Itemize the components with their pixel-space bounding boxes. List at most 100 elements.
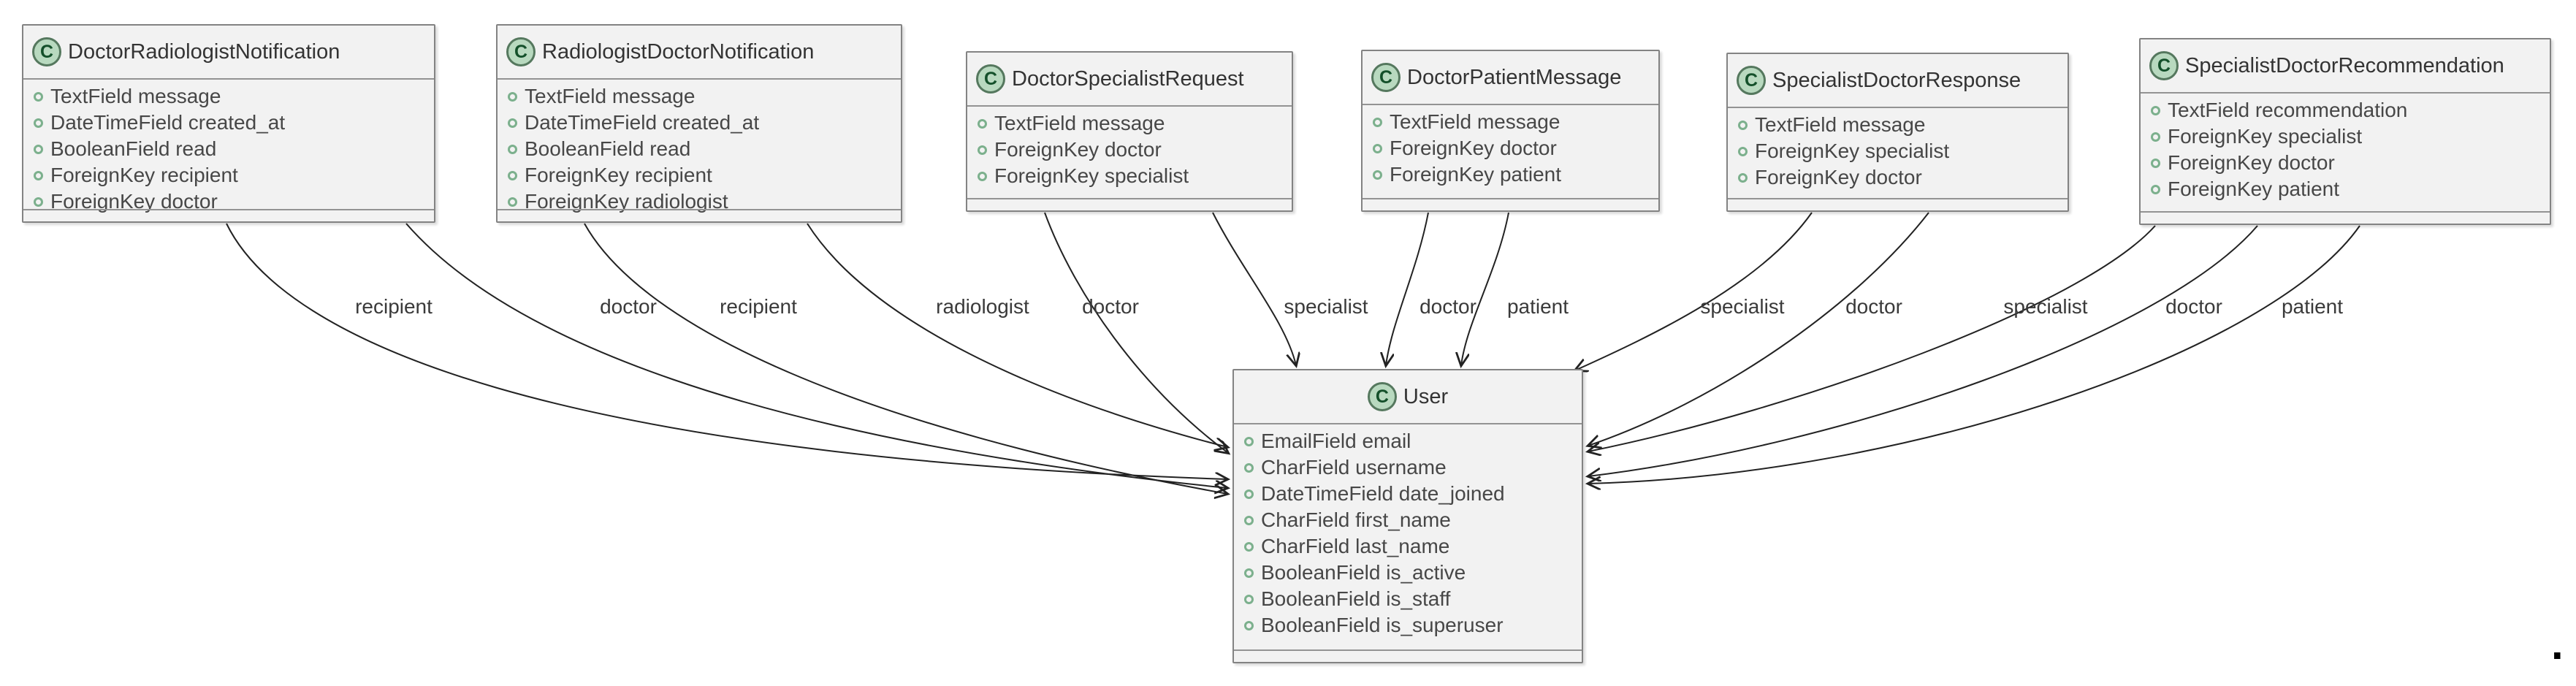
edge-doctorpatientmessage-patient	[1461, 212, 1509, 365]
field-text: TextField message	[50, 85, 221, 107]
class-title-bar: C DoctorPatientMessage	[1363, 51, 1658, 105]
class-title-bar: C DoctorRadiologistNotification	[23, 26, 434, 80]
field-text: CharField first_name	[1261, 508, 1451, 531]
field-text: BooleanField read	[50, 137, 217, 160]
edge-specialistdoctorrecommendation-specialist	[1588, 225, 2156, 451]
class-stereotype-icon: C	[1367, 382, 1397, 411]
field-text: ForeignKey recipient	[50, 164, 238, 186]
field-text: ForeignKey specialist	[994, 164, 1189, 187]
field-row: ForeignKey doctor	[2151, 150, 2541, 176]
field-text: TextField recommendation	[2168, 99, 2408, 121]
field-visibility-icon	[34, 170, 43, 180]
edge-radiologistdoctornotification-recipient	[584, 223, 1227, 494]
edge-label: specialist	[1284, 295, 1368, 318]
class-methods-compartment	[1728, 198, 2068, 210]
field-visibility-icon	[1738, 172, 1748, 183]
class-stereotype-icon: C	[1371, 63, 1401, 92]
class-box-doctorspecialistrequest: C DoctorSpecialistRequest TextField mess…	[966, 51, 1293, 212]
field-row: ForeignKey doctor	[34, 188, 425, 215]
edge-label: patient	[2281, 295, 2344, 318]
class-name: DoctorPatientMessage	[1407, 65, 1622, 89]
class-stereotype-letter: C	[1375, 386, 1389, 407]
field-row: BooleanField is_active	[1244, 560, 1573, 586]
field-text: ForeignKey doctor	[1755, 166, 1922, 188]
field-visibility-icon	[978, 118, 987, 129]
class-name: SpecialistDoctorRecommendation	[2185, 53, 2504, 77]
edge-doctorradiologistnotification-recipient	[226, 223, 1227, 479]
class-stereotype-letter: C	[1744, 69, 1758, 91]
edge-label: doctor	[600, 295, 657, 318]
field-row: BooleanField read	[508, 136, 892, 162]
field-row: ForeignKey doctor	[1738, 164, 2059, 191]
field-row: ForeignKey patient	[1373, 161, 1650, 188]
edge-label: radiologist	[936, 295, 1029, 318]
field-visibility-icon	[1244, 620, 1254, 630]
field-text: BooleanField is_staff	[1261, 587, 1451, 610]
field-text: ForeignKey radiologist	[525, 190, 728, 213]
field-visibility-icon	[978, 145, 987, 155]
field-text: EmailField email	[1261, 430, 1411, 452]
class-box-specialistdoctorrecommendation: C SpecialistDoctorRecommendation TextFie…	[2139, 38, 2551, 225]
class-name: DoctorSpecialistRequest	[1012, 66, 1244, 91]
field-text: ForeignKey specialist	[1755, 140, 1950, 162]
edge-label: specialist	[1700, 295, 1785, 318]
field-visibility-icon	[34, 118, 43, 128]
field-visibility-icon	[1244, 462, 1254, 473]
field-visibility-icon	[1738, 120, 1748, 130]
field-visibility-icon	[1373, 169, 1382, 180]
edge-radiologistdoctornotification-radiologist	[807, 223, 1227, 447]
field-row: BooleanField is_staff	[1244, 586, 1573, 612]
edge-specialistdoctorrecommendation-doctor	[1588, 225, 2258, 476]
field-text: BooleanField is_active	[1261, 561, 1466, 584]
field-text: DateTimeField created_at	[50, 111, 286, 134]
field-visibility-icon	[34, 91, 43, 102]
trailing-period: .	[2551, 620, 2564, 668]
field-row: DateTimeField date_joined	[1244, 481, 1573, 507]
field-text: DateTimeField date_joined	[1261, 482, 1505, 505]
edge-label: recipient	[720, 295, 797, 318]
class-name: SpecialistDoctorResponse	[1772, 68, 2021, 92]
field-row: ForeignKey radiologist	[508, 188, 892, 215]
class-title-bar: C SpecialistDoctorRecommendation	[2141, 39, 2550, 94]
field-visibility-icon	[1738, 146, 1748, 156]
field-visibility-icon	[1244, 594, 1254, 604]
field-visibility-icon	[508, 91, 517, 102]
field-text: ForeignKey doctor	[50, 190, 218, 213]
field-visibility-icon	[1373, 117, 1382, 127]
field-visibility-icon	[2151, 105, 2160, 115]
field-text: TextField message	[994, 112, 1165, 134]
field-row: ForeignKey specialist	[978, 163, 1283, 189]
field-row: ForeignKey patient	[2151, 176, 2541, 202]
field-visibility-icon	[508, 118, 517, 128]
field-row: ForeignKey doctor	[1373, 135, 1650, 161]
field-text: BooleanField is_superuser	[1261, 614, 1504, 636]
field-text: ForeignKey patient	[2168, 178, 2340, 200]
class-stereotype-letter: C	[1379, 66, 1393, 88]
class-stereotype-letter: C	[514, 41, 528, 62]
field-text: ForeignKey patient	[1390, 163, 1562, 186]
edge-label: patient	[1506, 295, 1569, 318]
edge-label: specialist	[2003, 295, 2088, 318]
class-stereotype-icon: C	[506, 37, 536, 66]
field-visibility-icon	[1244, 541, 1254, 552]
field-row: TextField message	[1373, 109, 1650, 135]
class-box-radiologistdoctornotification: C RadiologistDoctorNotification TextFiel…	[496, 24, 902, 223]
class-stereotype-letter: C	[2157, 55, 2171, 76]
field-text: ForeignKey doctor	[1390, 137, 1557, 159]
class-stereotype-icon: C	[976, 64, 1005, 94]
class-stereotype-letter: C	[39, 41, 54, 62]
edge-doctorpatientmessage-doctor	[1386, 212, 1429, 365]
field-row: BooleanField read	[34, 136, 425, 162]
class-stereotype-letter: C	[983, 68, 998, 89]
class-title-bar: C SpecialistDoctorResponse	[1728, 54, 2068, 108]
edge-specialistdoctorresponse-specialist	[1575, 212, 1813, 370]
field-text: TextField message	[1390, 110, 1561, 133]
field-row: ForeignKey specialist	[2151, 123, 2541, 150]
field-text: TextField message	[1755, 113, 1926, 136]
class-methods-compartment	[967, 198, 1292, 210]
field-row: CharField username	[1244, 454, 1573, 481]
